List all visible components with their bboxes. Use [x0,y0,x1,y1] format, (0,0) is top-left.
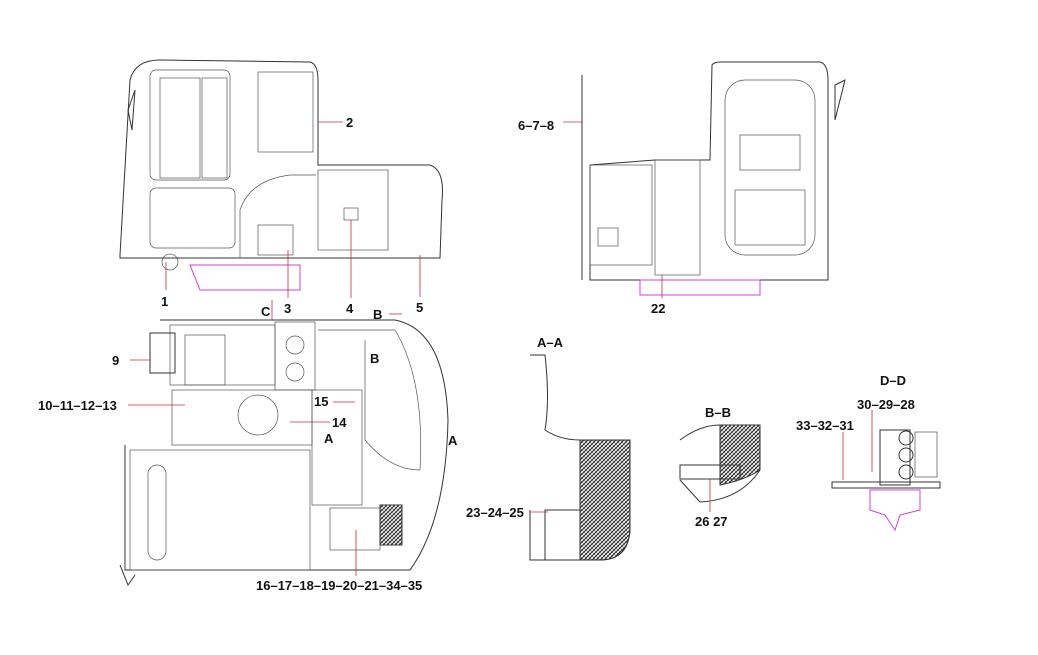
plan-view [119,300,449,587]
callout-15: 15 [314,394,328,409]
callout-28-30: 30–29–28 [857,397,915,412]
section-mark-a-left: A [324,431,334,446]
section-a-a [529,354,631,561]
section-mark-c: C [261,304,271,319]
callout-4: 4 [346,301,354,316]
section-b-b [679,424,761,512]
callout-10-13: 10–11–12–13 [38,398,117,413]
callout-2: 2 [346,115,353,130]
section-title-d-d: D–D [880,373,906,388]
callout-26-27: 26 27 [695,514,728,529]
callout-23-25: 23–24–25 [466,505,524,520]
callout-6-7-8: 6–7–8 [518,118,554,133]
section-title-b-b: B–B [705,405,731,420]
callout-9: 9 [112,353,119,368]
rear-view [563,61,846,298]
callout-22: 22 [651,301,665,316]
side-view [119,59,443,298]
section-d-d [831,410,941,532]
callout-3: 3 [284,301,291,316]
callout-1: 1 [161,294,168,309]
section-mark-b-inner: B [370,351,379,366]
callout-5: 5 [416,300,423,315]
section-mark-b-top: B [373,307,382,322]
section-title-a-a: A–A [537,335,564,350]
callout-31-33: 33–32–31 [796,418,854,433]
section-mark-a-right: A [448,433,458,448]
callout-16-35: 16–17–18–19–20–21–34–35 [256,578,422,593]
callout-14: 14 [332,415,347,430]
